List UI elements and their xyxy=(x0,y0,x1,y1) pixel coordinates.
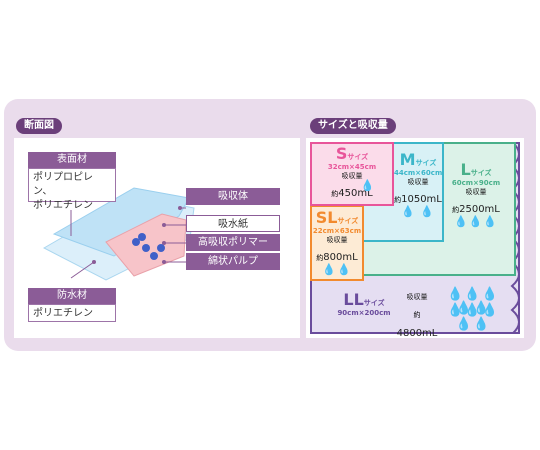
size-m-cap-value: 1050mL xyxy=(401,194,442,205)
size-sl-box xyxy=(310,205,364,281)
sizes-tag: サイズと吸収量 xyxy=(310,118,396,134)
absorber-item-polymer: 高吸収ポリマー xyxy=(186,234,280,251)
size-sl-cap-label: 吸収量 xyxy=(326,236,348,244)
size-m-dims: 44cm×60cm xyxy=(394,169,443,177)
size-s-cap-prefix: 約 xyxy=(331,190,339,198)
size-ll-suffix: サイズ xyxy=(363,299,385,307)
back-sheet-line-1: ポリエチレン xyxy=(33,308,93,319)
size-ll-cap-value: 4800mL xyxy=(396,328,438,339)
top-sheet-desc: ポリプロピレン、 ポリエチレン xyxy=(28,168,116,211)
back-sheet-title: 防水材 xyxy=(28,288,116,304)
size-l-info: Lサイズ 60cm×90cm 吸収量 約2500mL 💧💧💧 xyxy=(448,160,504,227)
size-l-cap-label: 吸収量 xyxy=(465,188,487,196)
size-m-cap-label: 吸収量 xyxy=(407,178,429,186)
size-ll-info: LLサイズ 90cm×200cm xyxy=(334,290,394,317)
absorber-item-pulp: 綿状パルプ xyxy=(186,253,280,270)
size-ll-capacity: 吸収量 約 4800mL xyxy=(394,292,440,340)
top-sheet-line-1: ポリプロピレン、 xyxy=(33,172,93,197)
size-s-letter: S xyxy=(335,144,348,163)
size-m-suffix: サイズ xyxy=(415,159,437,167)
size-l-drops: 💧💧💧 xyxy=(453,215,499,228)
pad-illustration xyxy=(42,187,195,281)
size-ll-drops-row-1: 💧💧💧💧💧 xyxy=(447,287,499,316)
size-ll-cap-prefix: 約 xyxy=(413,311,421,319)
size-sl-suffix: サイズ xyxy=(337,217,359,225)
size-sl-dims: 22cm×63cm xyxy=(312,227,362,235)
size-s-info: Sサイズ 32cm×45cm 吸収量 約450mL xyxy=(312,144,392,200)
size-m-drops: 💧 💧 xyxy=(401,205,435,218)
size-l-dims: 60cm×90cm xyxy=(451,179,501,187)
size-ll-dims: 90cm×200cm xyxy=(337,309,391,317)
size-l-suffix: サイズ xyxy=(470,169,492,177)
top-sheet-shape xyxy=(52,187,190,257)
size-ll-letter: LL xyxy=(343,290,364,309)
size-s-drops: 💧 xyxy=(360,179,376,192)
cross-section-tag: 断面図 xyxy=(16,118,62,134)
size-ll-cap-label: 吸収量 xyxy=(406,293,428,301)
top-sheet-line-2: ポリエチレン xyxy=(33,200,93,211)
size-m-letter: M xyxy=(399,150,416,169)
size-sl-drops: 💧💧 xyxy=(322,263,352,276)
size-s-suffix: サイズ xyxy=(347,153,369,161)
size-sl-cap-prefix: 約 xyxy=(316,254,324,262)
back-sheet-desc: ポリエチレン xyxy=(28,304,116,322)
size-l-cap-value: 2500mL xyxy=(459,204,500,215)
size-m-cap-prefix: 約 xyxy=(394,196,402,204)
size-sl-cap-value: 800mL xyxy=(323,252,358,263)
absorber-item-paper: 吸水紙 xyxy=(186,215,280,232)
size-sl-info: SLサイズ 22cm×63cm 吸収量 約800mL 💧💧 xyxy=(311,208,363,275)
size-s-box xyxy=(310,142,394,206)
size-l-letter: L xyxy=(460,160,471,179)
absorber-title: 吸収体 xyxy=(186,188,280,205)
size-m-info: Mサイズ 44cm×60cm 吸収量 約1050mL 💧 💧 xyxy=(394,150,442,217)
size-s-cap-label: 吸収量 xyxy=(341,172,363,180)
size-l-cap-prefix: 約 xyxy=(452,206,460,214)
size-ll-drops-row-2: 💧💧💧💧💧 xyxy=(447,303,499,332)
size-sl-letter: SL xyxy=(315,208,338,227)
size-s-dims: 32cm×45cm xyxy=(327,163,377,171)
size-s-cap-value: 450mL xyxy=(338,188,373,199)
top-sheet-title: 表面材 xyxy=(28,152,116,168)
